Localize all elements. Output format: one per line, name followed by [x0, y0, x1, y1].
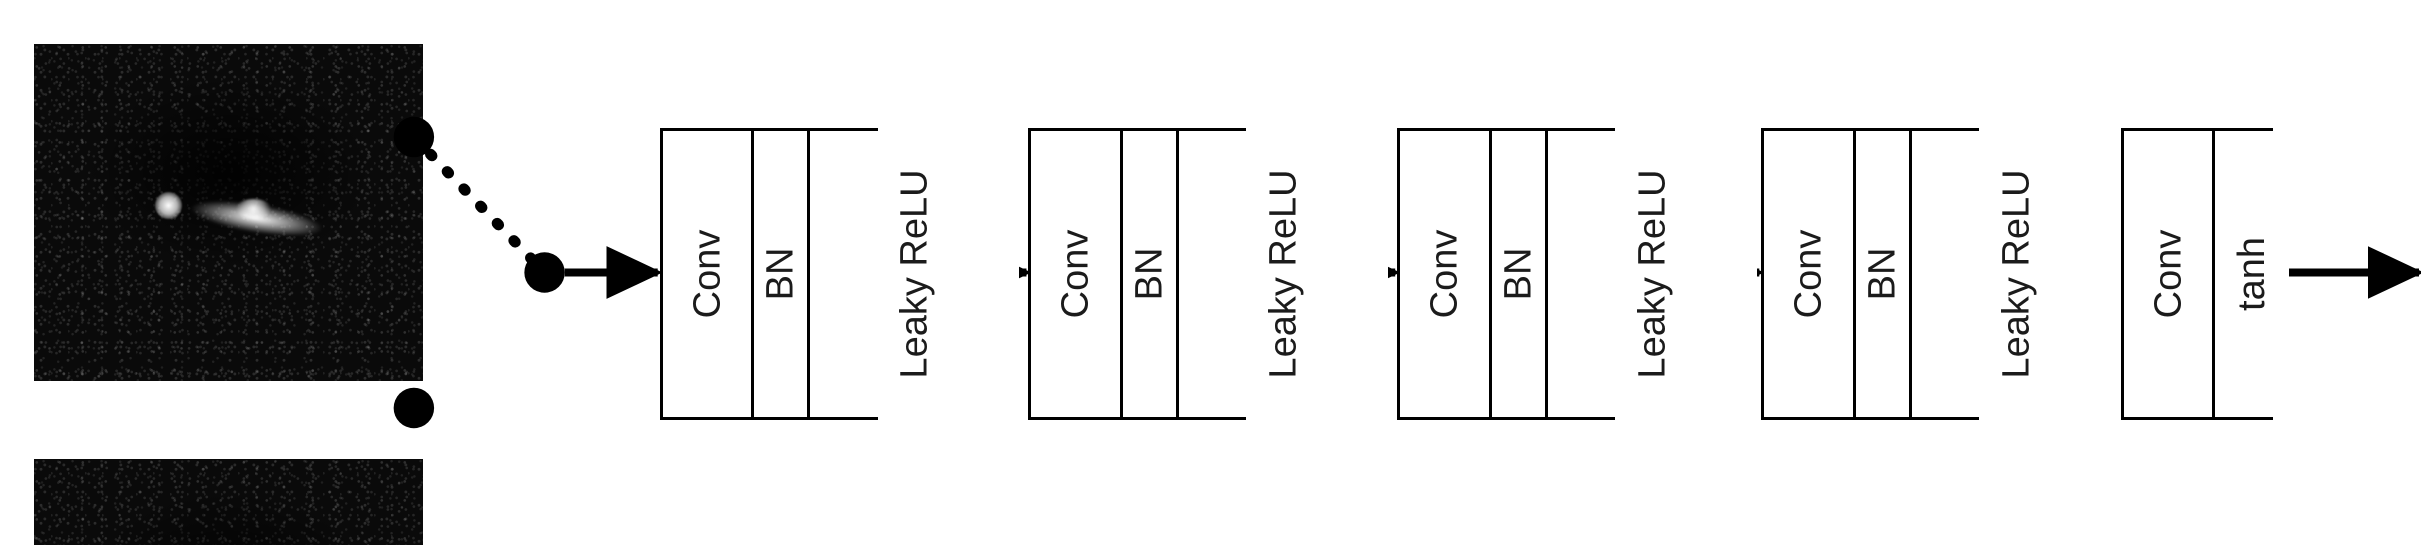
layer-cell-leaky-relu: Leaky ReLU — [1911, 130, 2121, 418]
layer-cell-bn: BN — [1856, 130, 1912, 418]
layer-block-block-1: Conv BN Leaky ReLU — [659, 127, 1020, 421]
layer-cell-label: BN — [1497, 247, 1540, 301]
layer-cell-label: Conv — [686, 229, 729, 319]
layer-block-block-2: Conv BN Leaky ReLU — [1028, 127, 1389, 421]
layer-cell-label: Conv — [2147, 229, 2190, 319]
layer-cell-label: tanh — [2231, 237, 2274, 312]
layer-cell-label: BN — [759, 247, 802, 301]
layer-cell-leaky-relu: Leaky ReLU — [810, 130, 1020, 418]
layer-cell-label: Leaky ReLU — [1262, 169, 1305, 379]
layer-cell-bn: BN — [754, 130, 811, 418]
layer-cell-label: BN — [1128, 247, 1171, 301]
layer-cell-conv: Conv — [1764, 130, 1856, 418]
layer-cell-label: Conv — [1787, 229, 1830, 319]
switch-node-lower[interactable] — [524, 252, 565, 293]
layer-cell-conv: Conv — [662, 130, 755, 418]
layer-cell-label: Conv — [1423, 229, 1466, 319]
layer-cell-leaky-relu: Leaky ReLU — [1547, 130, 1757, 418]
layer-cell-label: Leaky ReLU — [1995, 169, 2038, 379]
bright-point-left — [154, 192, 183, 220]
layer-block-block-3: Conv BN Leaky ReLU — [1397, 127, 1757, 421]
dark-vignette — [34, 459, 424, 545]
layer-cell-tanh: tanh — [2215, 130, 2290, 418]
switch-node-upper[interactable] — [393, 116, 435, 158]
layer-cell-conv: Conv — [1400, 130, 1492, 418]
layer-block-block-5: Conv tanh — [2120, 127, 2290, 421]
layer-cell-label: Leaky ReLU — [893, 169, 936, 379]
layer-cell-bn: BN — [1123, 130, 1179, 418]
switch-blade-dotted[interactable] — [408, 131, 551, 278]
input-image-top — [34, 43, 424, 382]
layer-cell-bn: BN — [1491, 130, 1548, 418]
layer-cell-label: Conv — [1054, 229, 1097, 319]
bright-point-right — [236, 199, 272, 220]
layer-cell-conv: Conv — [2123, 130, 2216, 418]
layer-block-block-4: Conv BN Leaky ReLU — [1761, 127, 2121, 421]
layer-cell-conv: Conv — [1031, 130, 1124, 418]
input-image-bottom — [34, 459, 424, 545]
switch-node-bottom[interactable] — [393, 387, 435, 429]
layer-cell-label: Leaky ReLU — [1631, 169, 1674, 379]
layer-cell-label: BN — [1861, 247, 1904, 301]
layer-cell-leaky-relu: Leaky ReLU — [1178, 130, 1389, 418]
